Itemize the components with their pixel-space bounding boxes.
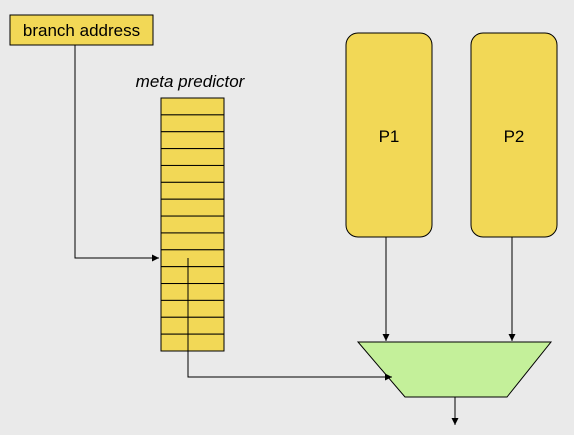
predictor-p2-label: P2 xyxy=(504,127,525,146)
meta-table-row xyxy=(160,283,225,301)
meta-table-row xyxy=(160,215,225,234)
meta-predictor-label: meta predictor xyxy=(136,72,246,91)
meta-table-row xyxy=(160,333,225,352)
predictor-p1-label: P1 xyxy=(379,127,400,146)
meta-table-row xyxy=(160,316,225,335)
branch-address-label: branch address xyxy=(23,21,140,40)
meta-table-row xyxy=(160,131,225,150)
meta-table-row xyxy=(160,164,225,183)
meta-table-row xyxy=(160,299,225,318)
meta-table-row xyxy=(160,181,225,200)
meta-table-row xyxy=(160,148,225,166)
predictor-p2-box: P2 xyxy=(470,32,558,238)
meta-to-mux-select-arrow xyxy=(187,258,392,381)
branch-address-box: branch address xyxy=(9,14,154,46)
meta-table-row xyxy=(160,249,225,268)
meta-table-row xyxy=(160,266,225,285)
meta-table-row xyxy=(160,198,225,217)
branch-address-to-meta-arrow xyxy=(74,45,159,262)
meta-table-row xyxy=(160,232,225,251)
selector-multiplexer xyxy=(356,341,553,398)
predictor-p1-box: P1 xyxy=(345,32,433,238)
meta-table-row xyxy=(160,97,225,116)
meta-predictor-table xyxy=(160,97,225,352)
meta-table-row xyxy=(160,114,225,133)
